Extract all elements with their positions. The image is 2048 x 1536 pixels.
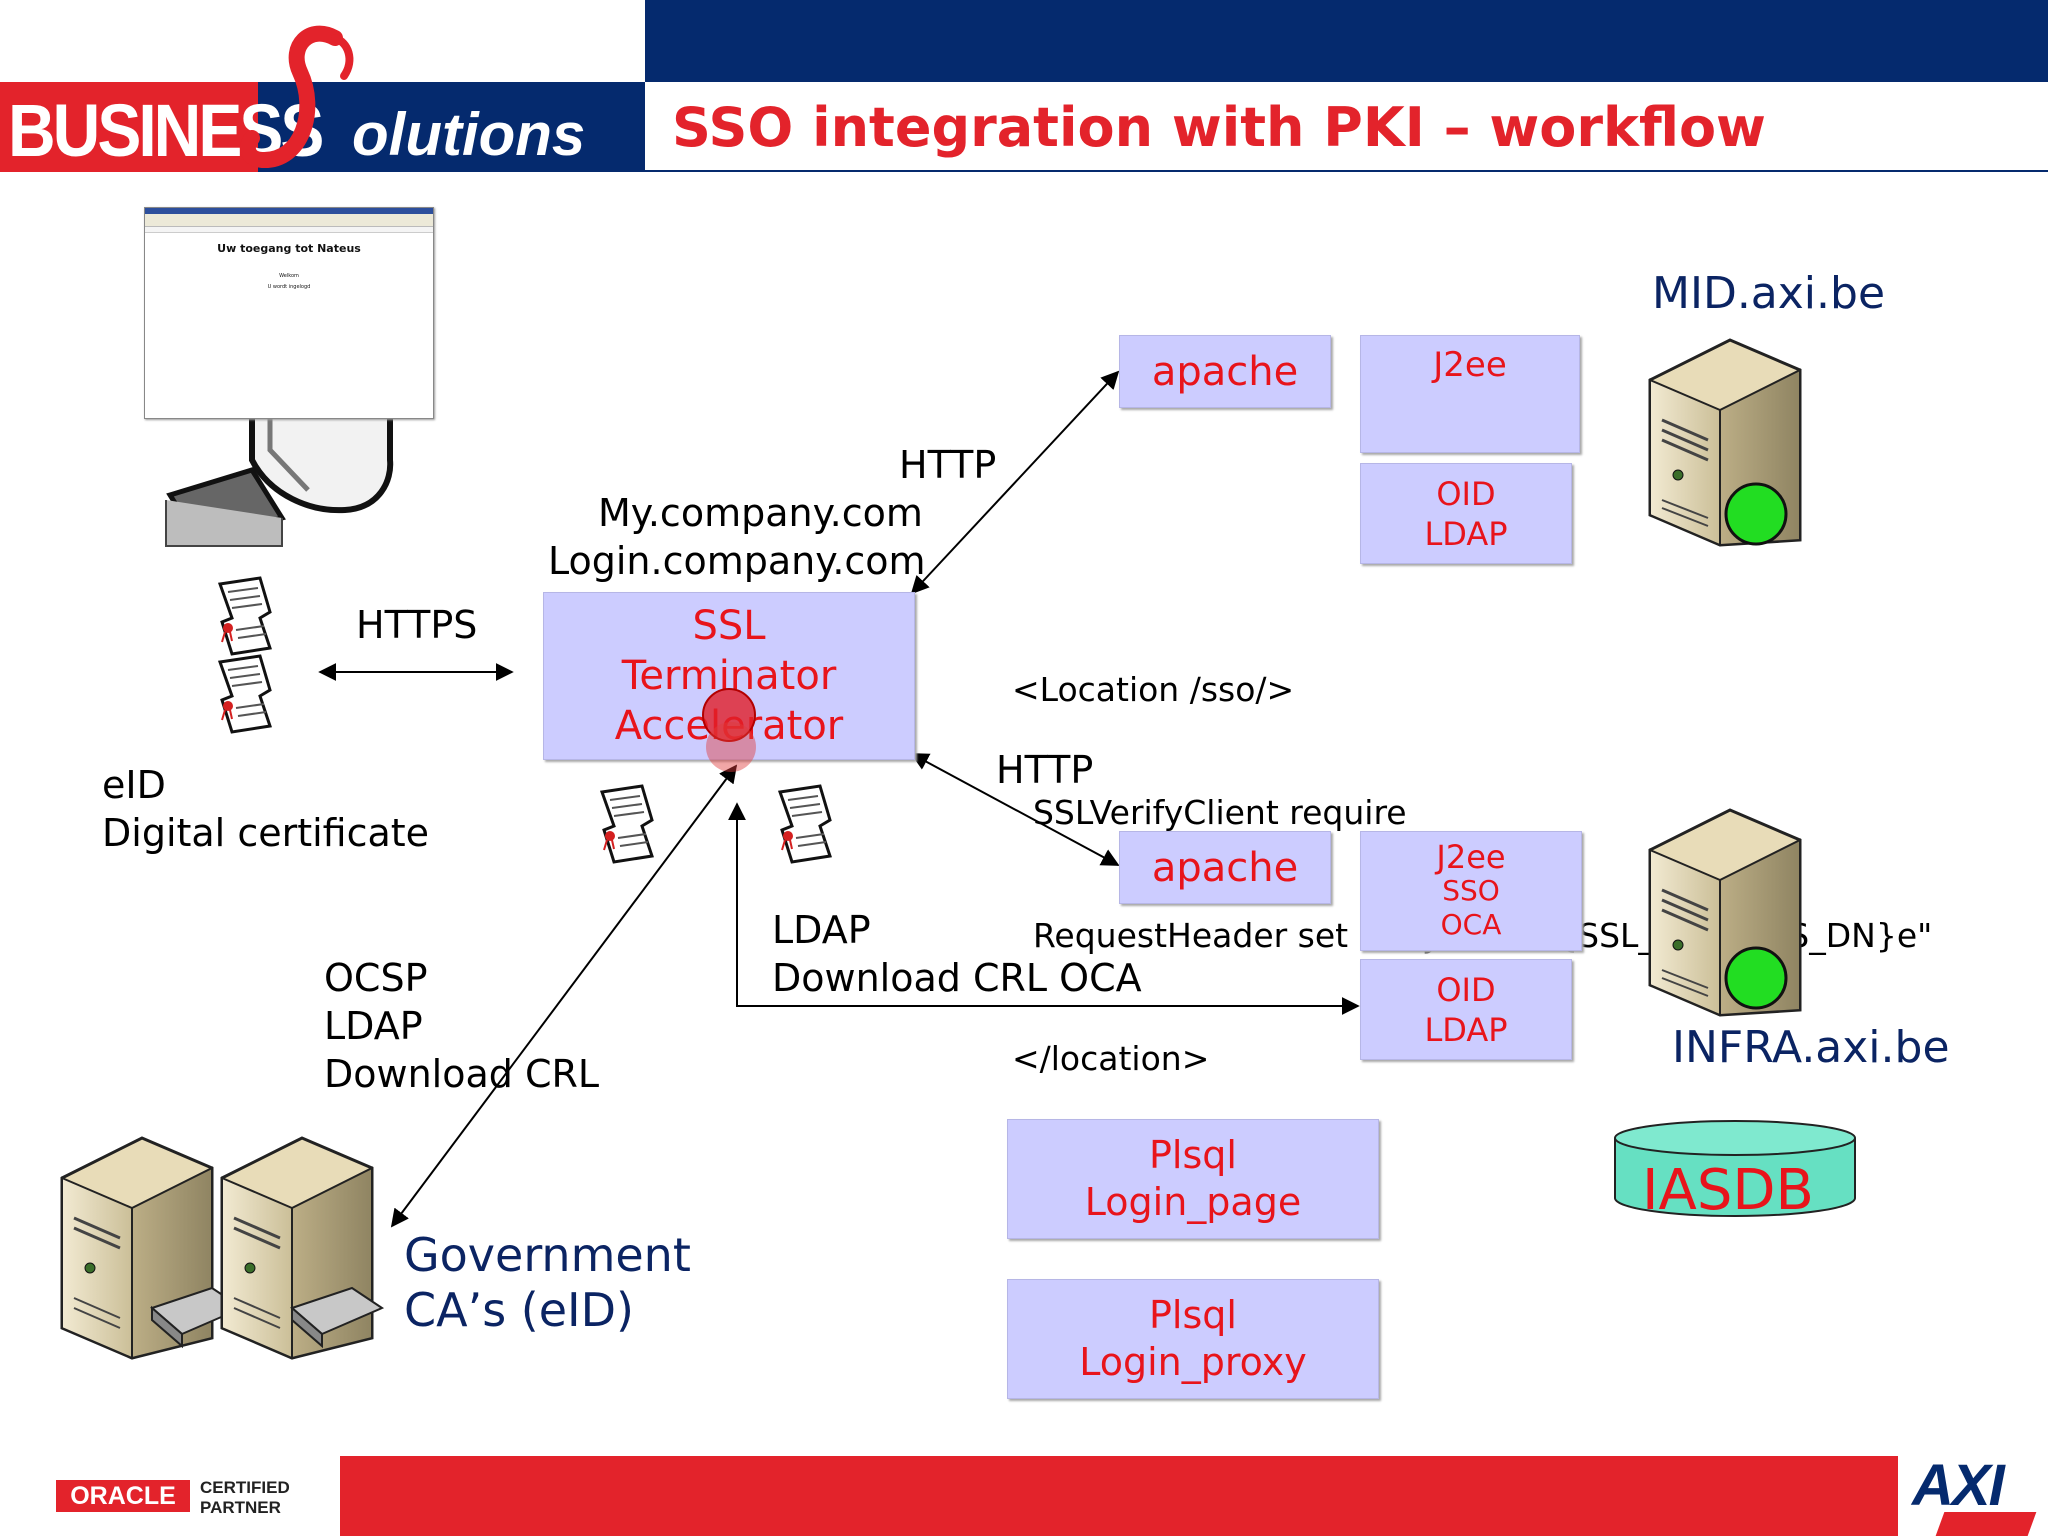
browser-line1: Welkom <box>279 273 299 279</box>
j2ee-box-top: J2ee <box>1360 335 1580 453</box>
gov-ca-label-line2: CA’s (eID) <box>404 1283 634 1337</box>
browser-addressbar <box>145 227 433 233</box>
mid-host-label: MID.axi.be <box>1652 268 1886 319</box>
apache-box-top: apache <box>1119 335 1331 408</box>
monitor-stand-icon <box>165 407 394 547</box>
header-top-bar <box>645 0 2048 82</box>
page-title: SSO integration with PKI – workflow <box>672 96 1766 159</box>
oid-top-line1: OID <box>1436 474 1496 513</box>
config-line: <Location /sso/> <box>1012 670 1295 709</box>
certificate-icon <box>777 784 832 864</box>
http-top-arrow <box>910 370 1120 595</box>
server-icon-mid <box>1648 338 1802 547</box>
oracle-logo: ORACLE <box>56 1480 190 1512</box>
apache-top-label: apache <box>1151 348 1299 395</box>
plsql-page-line2: Login_page <box>1084 1180 1302 1224</box>
browser-heading: Uw toegang tot Nateus <box>217 242 361 255</box>
ldap-line1: LDAP <box>772 908 871 952</box>
footer-red-bar <box>340 1456 1898 1536</box>
config-line: </location> <box>1012 1039 1210 1078</box>
ldap-label: LDAP Download CRL OCA <box>772 906 1142 1002</box>
logo-navy-block <box>258 82 645 172</box>
plsql-proxy-line1: Plsql <box>1149 1292 1237 1337</box>
config-line: SSLVerifyClient require <box>1012 793 1407 832</box>
iasdb-label: IASDB <box>1642 1158 1814 1223</box>
certified-partner: CERTIFIED PARTNER <box>200 1478 290 1518</box>
eid-label-line2: Digital certificate <box>102 811 430 855</box>
ocsp-arrow <box>390 764 738 1228</box>
certificate-icon <box>217 654 272 734</box>
plsql-login-page-box: Plsql Login_page <box>1007 1119 1379 1239</box>
oid-box-top: OID LDAP <box>1360 463 1572 564</box>
j2ee-box-bottom: J2ee SSO OCA <box>1360 831 1582 951</box>
plsql-proxy-line2: Login_proxy <box>1079 1340 1307 1384</box>
database-cylinder-icon <box>1614 1120 1856 1217</box>
oid-top-line2: LDAP <box>1424 514 1508 553</box>
my-company-label: My.company.com <box>598 491 923 535</box>
login-company-label: Login.company.com <box>548 539 926 583</box>
server-icon-infra <box>1648 808 1802 1017</box>
browser-toolbar <box>145 214 433 227</box>
browser-window: Uw toegang tot Nateus Welkom U wordt ing… <box>144 207 434 419</box>
axi-logo: AXI <box>1912 1453 2005 1518</box>
cursor-highlight-shadow <box>706 722 756 772</box>
plsql-login-proxy-box: Plsql Login_proxy <box>1007 1279 1379 1399</box>
browser-line2: U wordt ingelogd <box>267 284 311 290</box>
http-top-label: HTTP <box>899 443 997 487</box>
browser-titlebar <box>145 208 433 214</box>
apache-bottom-label: apache <box>1151 844 1299 891</box>
gov-ca-label-line1: Government <box>404 1228 691 1282</box>
ocsp-line2: LDAP <box>324 1004 423 1048</box>
certificate-icon <box>217 576 272 656</box>
ocsp-line1: OCSP <box>324 956 428 1000</box>
cursor-highlight <box>702 688 756 742</box>
https-label: HTTPS <box>356 603 478 647</box>
ldap-line2: Download CRL OCA <box>772 956 1142 1000</box>
header-divider <box>645 170 2048 172</box>
ocsp-label: OCSP LDAP Download CRL <box>324 954 599 1098</box>
ocsp-line3: Download CRL <box>324 1052 600 1096</box>
server-icon-ca-2 <box>220 1136 385 1360</box>
logo-word-solutions: olutions <box>352 101 586 168</box>
server-icon-ca-1 <box>60 1136 245 1360</box>
oid-bottom-line1: OID <box>1436 970 1496 1009</box>
eid-label-line1: eID <box>102 763 166 807</box>
axi-logo-red-stripe <box>1935 1512 2037 1536</box>
http-bottom-label: HTTP <box>996 748 1094 792</box>
logo-red-block <box>0 82 258 172</box>
j2ee-bottom-line2: SSO <box>1442 874 1500 907</box>
certificate-icon <box>599 784 654 864</box>
ldap-arrow <box>728 802 1360 1015</box>
j2ee-bottom-line3: OCA <box>1440 908 1502 941</box>
certified-word: CERTIFIED <box>200 1478 290 1497</box>
ssl-line1: SSL <box>692 603 766 649</box>
logo-swoosh-s-icon <box>239 25 354 168</box>
j2ee-bottom-line1: J2ee <box>1436 838 1506 876</box>
oracle-word: ORACLE <box>70 1481 176 1510</box>
partner-word: PARTNER <box>200 1498 281 1517</box>
oid-bottom-line2: LDAP <box>1424 1010 1508 1049</box>
infra-host-label: INFRA.axi.be <box>1672 1022 1950 1073</box>
j2ee-top-label: J2ee <box>1433 345 1507 385</box>
oid-box-bottom: OID LDAP <box>1360 959 1572 1060</box>
plsql-page-line1: Plsql <box>1149 1132 1237 1177</box>
apache-box-bottom: apache <box>1119 831 1331 904</box>
